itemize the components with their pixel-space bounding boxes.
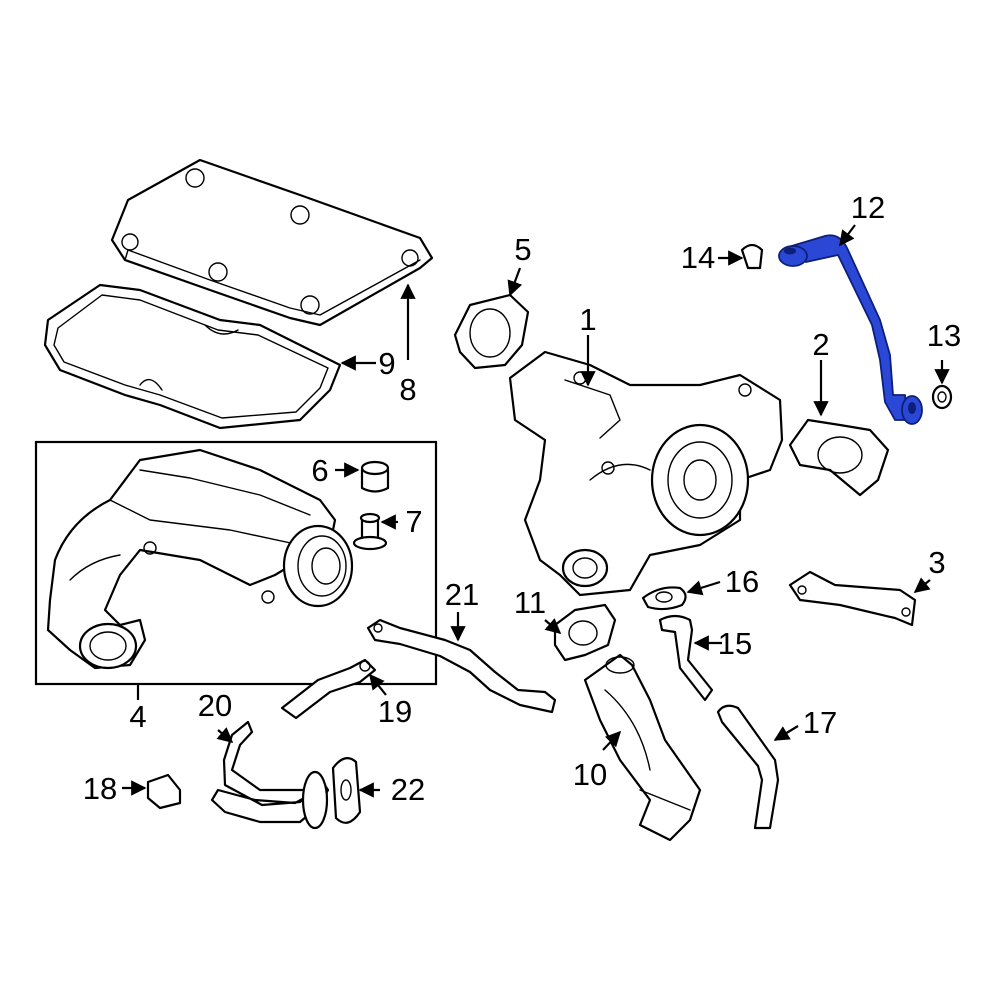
callout-21: 21 [445,577,479,612]
callout-5: 5 [514,232,531,267]
callout-1: 1 [579,302,596,337]
part-3-bracket[interactable] [788,570,917,627]
callout-22: 22 [391,772,425,807]
part-19-hose[interactable] [280,658,377,720]
callout-9: 9 [378,346,395,381]
callout-2: 2 [812,327,829,362]
callout-3: 3 [928,545,945,580]
part-11-flange[interactable] [553,603,617,662]
part-8-cover[interactable] [110,158,434,327]
callout-17: 17 [803,705,837,740]
callout-10: 10 [573,757,607,792]
callout-19: 19 [378,694,412,729]
callout-13: 13 [927,318,961,353]
callout-7: 7 [405,504,422,539]
callout-12: 12 [851,190,885,225]
part-9-gasket[interactable] [43,283,342,430]
callout-8: 8 [399,372,416,407]
part-14-clip[interactable] [740,243,764,270]
part-20-pipe[interactable] [210,720,330,830]
part-6-cap[interactable] [360,460,390,493]
callout-15: 15 [718,626,752,661]
part-15-pipe[interactable] [658,614,714,702]
part-16-gasket[interactable] [641,586,687,611]
callout-11: 11 [514,585,546,620]
callout-18: 18 [83,771,117,806]
part-22-gasket[interactable] [331,757,362,824]
part-4-group-box [34,440,438,686]
callout-16: 16 [725,564,759,599]
part-2-gasket[interactable] [788,418,890,497]
part-13-washer[interactable] [931,384,953,410]
part-7-plug[interactable] [352,512,388,551]
part-5-plate[interactable] [453,293,530,370]
part-12-oil-pipe[interactable] [778,234,923,425]
part-17-hose[interactable] [716,704,780,830]
leader-lines [122,224,950,798]
callout-14: 14 [681,240,715,275]
part-1-turbocharger[interactable] [508,350,784,597]
part-21-pipe[interactable] [366,618,557,714]
part-10-intake-hose[interactable] [583,653,702,842]
callout-6: 6 [311,453,328,488]
part-18-hose-end[interactable] [146,773,182,810]
part-4-manifold[interactable] [46,448,354,670]
callout-labels: 1 2 3 4 5 6 7 8 9 10 11 12 13 14 15 16 1… [83,190,961,807]
callout-20: 20 [198,688,232,723]
callout-4: 4 [129,699,146,734]
